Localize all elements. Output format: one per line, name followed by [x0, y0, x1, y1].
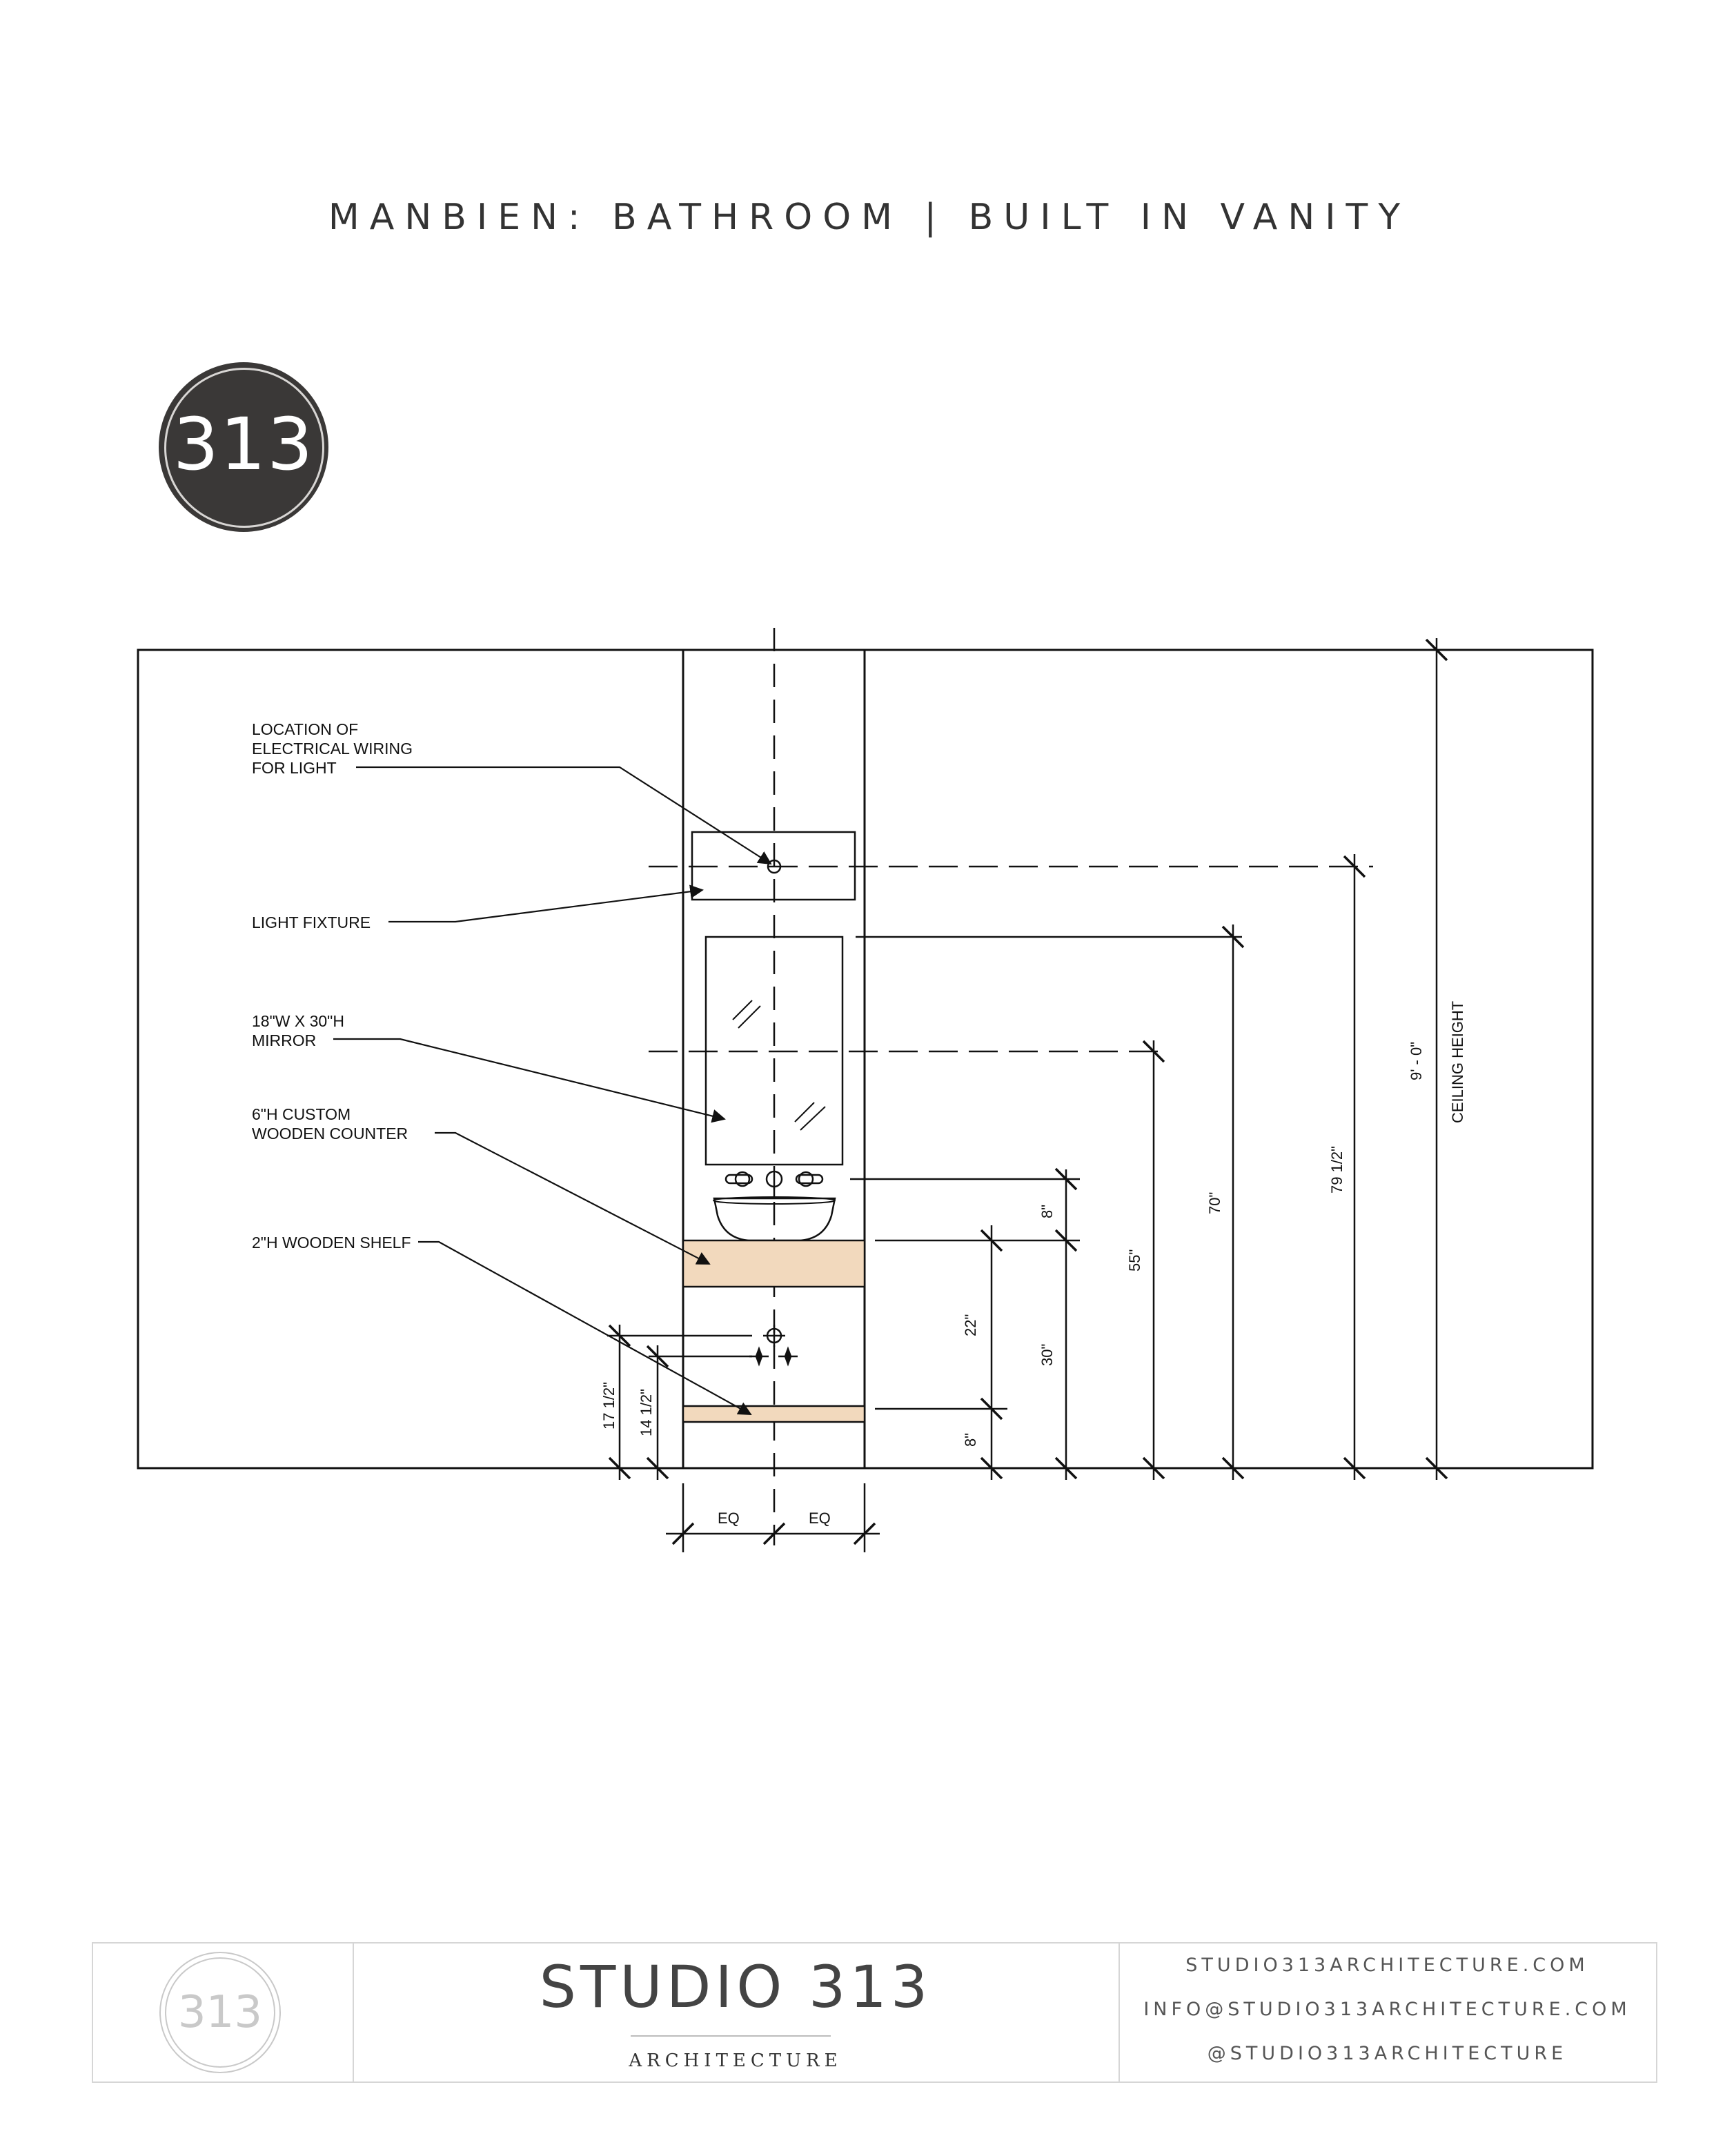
callout-wiring-2: ELECTRICAL WIRING	[252, 740, 413, 758]
footer-brand-sub: ARCHITECTURE	[629, 2050, 842, 2071]
mirror-glare	[732, 1000, 826, 1131]
dim-79-1-2: 79 1/2"	[1328, 1146, 1346, 1194]
wall-faucet	[724, 1170, 824, 1198]
title-block-footer: 313 STUDIO 313 ARCHITECTURE STUDIO313ARC…	[92, 1942, 1657, 2083]
dim-55: 55"	[1126, 1249, 1143, 1272]
dim-14-1-2: 14 1/2"	[638, 1389, 655, 1436]
wood-shelf	[682, 1405, 866, 1423]
callout-mirror-2: MIRROR	[252, 1031, 316, 1049]
page-title: MANBIEN: BATHROOM | BUILT IN VANITY	[328, 197, 1411, 238]
dim-8-lower: 8"	[962, 1433, 979, 1447]
footer-logo-text: 313	[165, 1957, 275, 2068]
dim-30: 30"	[1038, 1344, 1056, 1366]
dim-22: 22"	[962, 1314, 979, 1336]
wood-counter	[682, 1239, 866, 1288]
callout-light-fixture: LIGHT FIXTURE	[252, 913, 371, 931]
badge-number: 313	[172, 402, 315, 486]
footer-contact-cell: STUDIO313ARCHITECTURE.COM INFO@STUDIO313…	[1120, 1944, 1655, 2081]
footer-brand-cell: STUDIO 313 ARCHITECTURE	[353, 1944, 1120, 2081]
badge-ring	[164, 368, 324, 528]
dim-ceiling-height: CEILING HEIGHT	[1449, 1001, 1466, 1123]
callout-mirror-1: 18"W X 30"H	[252, 1012, 344, 1030]
dim-eq-left: EQ	[718, 1510, 740, 1527]
dim-17-1-2: 17 1/2"	[600, 1382, 618, 1430]
dim-8-upper: 8"	[1038, 1205, 1056, 1218]
studio-badge: 313	[159, 362, 328, 532]
callout-shelf: 2"H WOODEN SHELF	[252, 1234, 411, 1252]
callout-wiring-3: FOR LIGHT	[252, 759, 337, 777]
footer-social-link[interactable]: @STUDIO313ARCHITECTURE	[1207, 2043, 1568, 2064]
callout-wiring-1: LOCATION OF	[252, 720, 358, 738]
footer-email-link[interactable]: INFO@STUDIO313ARCHITECTURE.COM	[1143, 1999, 1631, 2020]
dim-70: 70"	[1206, 1192, 1223, 1214]
footer-logo-cell: 313	[93, 1944, 354, 2081]
dim-9-0: 9' - 0"	[1408, 1042, 1425, 1080]
footer-logo: 313	[159, 1952, 281, 2073]
footer-brand-name: STUDIO 313	[539, 1953, 932, 2021]
footer-website-link[interactable]: STUDIO313ARCHITECTURE.COM	[1185, 1955, 1589, 1976]
callout-counter-1: 6"H CUSTOM	[252, 1105, 351, 1123]
callout-leaders	[333, 766, 772, 1415]
dimension-ticks	[608, 638, 1448, 1545]
callout-counter-2: WOODEN COUNTER	[252, 1125, 408, 1143]
dim-eq-right: EQ	[809, 1510, 831, 1527]
footer-brand-rule	[631, 2035, 831, 2037]
